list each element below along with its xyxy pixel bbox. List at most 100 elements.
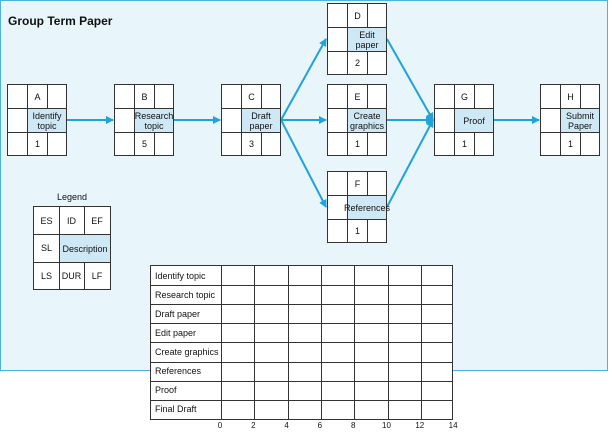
node-gridline bbox=[367, 85, 368, 108]
node-gridline bbox=[328, 27, 386, 28]
gantt-row-label: References bbox=[155, 366, 202, 377]
node-gridline bbox=[8, 108, 66, 109]
node-gridline bbox=[580, 85, 581, 108]
gantt-row-label: Draft paper bbox=[155, 308, 201, 319]
legend-lf: LF bbox=[91, 271, 103, 281]
gantt-row-label: Proof bbox=[155, 385, 177, 396]
node-gridline bbox=[367, 4, 368, 27]
gantt-tick-label: 6 bbox=[317, 421, 323, 430]
gantt-col-line bbox=[354, 266, 356, 419]
legend-box: ES ID EF SL Description LS DUR LF bbox=[33, 206, 111, 290]
legend-gridline bbox=[84, 262, 85, 290]
legend-title: Legend bbox=[57, 192, 88, 202]
node-gridline bbox=[47, 85, 48, 108]
node-gridline bbox=[367, 132, 368, 155]
node-id: E bbox=[354, 91, 361, 102]
node-gridline bbox=[241, 85, 242, 155]
node-description: Draft paper bbox=[242, 109, 280, 132]
node-description: References bbox=[344, 196, 390, 219]
node-description: Identify topic bbox=[28, 109, 66, 132]
node-gridline bbox=[347, 85, 348, 155]
node-id: H bbox=[567, 91, 574, 102]
node-duration: 2 bbox=[354, 58, 360, 68]
node-gridline bbox=[367, 51, 368, 74]
node-id: D bbox=[354, 10, 361, 21]
node-gridline bbox=[328, 195, 386, 196]
node-id: B bbox=[141, 91, 148, 102]
node-b: B Research topic 5 bbox=[114, 84, 174, 156]
legend-gridline bbox=[84, 207, 85, 234]
gantt-tick-label: 14 bbox=[448, 421, 458, 430]
node-id: A bbox=[34, 91, 41, 102]
node-gridline bbox=[154, 85, 155, 108]
node-gridline bbox=[435, 108, 493, 109]
node-gridline bbox=[541, 132, 599, 133]
node-duration: 1 bbox=[354, 226, 360, 236]
node-description: Create graphics bbox=[348, 109, 386, 132]
node-gridline bbox=[454, 85, 455, 155]
node-gridline bbox=[474, 132, 475, 155]
edge-f-g bbox=[386, 119, 434, 208]
node-gridline bbox=[367, 172, 368, 195]
gantt-col-line bbox=[420, 266, 422, 419]
gantt-row-label: Edit paper bbox=[155, 327, 197, 338]
node-gridline bbox=[47, 132, 48, 155]
node-gridline bbox=[222, 108, 280, 109]
legend-ef: EF bbox=[91, 215, 103, 226]
node-g: G Proof 1 bbox=[434, 84, 494, 156]
node-duration: 1 bbox=[354, 139, 360, 149]
node-gridline bbox=[222, 132, 280, 133]
legend-gridline bbox=[34, 234, 110, 235]
gantt-row-line bbox=[151, 399, 452, 401]
node-id: F bbox=[354, 178, 361, 189]
node-gridline bbox=[328, 51, 386, 52]
gantt-tick-label: 4 bbox=[284, 421, 289, 430]
edge-d-g bbox=[386, 38, 434, 121]
legend-gridline bbox=[34, 262, 110, 263]
node-e: E Create graphics 1 bbox=[327, 84, 387, 156]
gantt-row-line bbox=[151, 361, 452, 363]
node-f: F References 1 bbox=[327, 171, 390, 243]
edge-c-f bbox=[280, 119, 327, 208]
node-c: C Draft paper 3 bbox=[221, 84, 281, 156]
gantt-row-label: Final Draft bbox=[155, 404, 197, 415]
legend-sl: SL bbox=[40, 243, 52, 253]
edge-c-d bbox=[280, 38, 327, 121]
node-gridline bbox=[328, 219, 386, 220]
node-gridline bbox=[435, 132, 493, 133]
gantt-tick-label: 12 bbox=[415, 421, 425, 430]
node-description: Edit paper bbox=[348, 28, 386, 51]
node-gridline bbox=[328, 132, 386, 133]
node-id: C bbox=[248, 91, 255, 102]
node-gridline bbox=[261, 132, 262, 155]
diagram-title: Group Term Paper bbox=[8, 14, 113, 28]
legend-dur: DUR bbox=[61, 271, 82, 281]
gantt-col-line bbox=[221, 266, 222, 419]
legend-gridline bbox=[59, 262, 60, 290]
node-gridline bbox=[8, 132, 66, 133]
node-duration: 1 bbox=[34, 139, 40, 149]
gantt-row-label: Create graphics bbox=[155, 346, 219, 357]
node-duration: 1 bbox=[461, 139, 467, 149]
gantt-col-line bbox=[287, 266, 289, 419]
node-gridline bbox=[541, 108, 599, 109]
legend-description: Description bbox=[60, 235, 110, 262]
node-duration: 5 bbox=[141, 139, 147, 149]
legend-es: ES bbox=[40, 215, 53, 226]
node-id: G bbox=[460, 91, 468, 102]
node-description: Proof bbox=[455, 109, 493, 132]
node-d: D Edit paper 2 bbox=[327, 3, 387, 75]
node-gridline bbox=[347, 172, 348, 242]
gantt-row-label: Identify topic bbox=[155, 270, 206, 281]
gantt-row-line bbox=[151, 342, 452, 344]
node-description: Research topic bbox=[134, 109, 174, 132]
gantt-row-line bbox=[151, 285, 452, 287]
gantt-row-line bbox=[151, 380, 452, 382]
legend-gridline bbox=[59, 234, 60, 262]
node-gridline bbox=[367, 219, 368, 242]
node-a: A Identify topic 1 bbox=[7, 84, 67, 156]
node-duration: 3 bbox=[248, 139, 254, 149]
node-gridline bbox=[560, 85, 561, 155]
